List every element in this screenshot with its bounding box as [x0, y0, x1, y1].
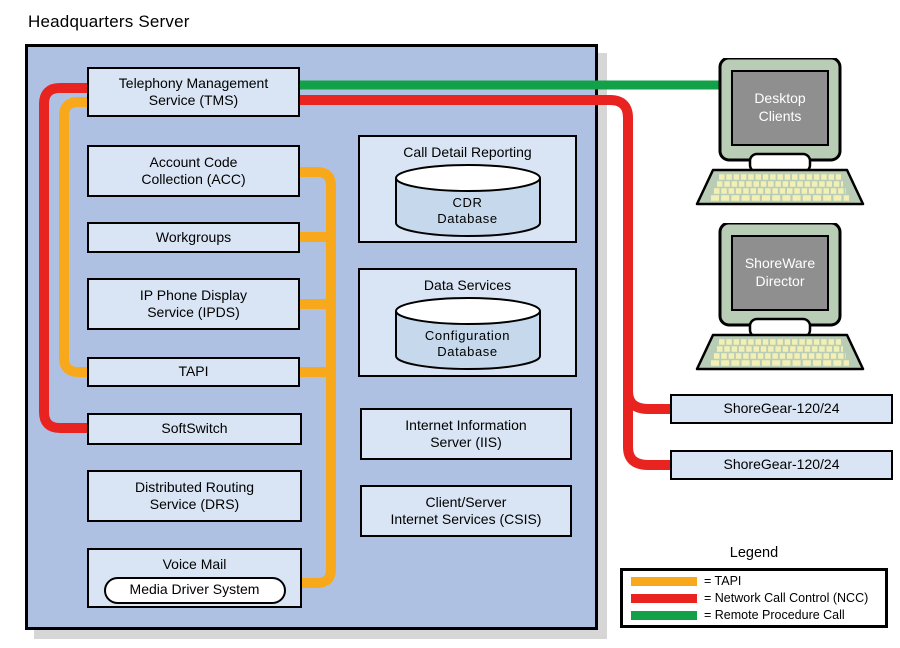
legend-item-rpc: = Remote Procedure Call	[631, 608, 885, 622]
voicemail-label: Voice Mail	[162, 556, 227, 572]
voicemail-node: Voice Mail Media Driver System	[87, 548, 302, 608]
legend-item-label: = TAPI	[704, 574, 742, 588]
configuration-database-cylinder: Configuration Database	[393, 296, 543, 374]
cdr-title: Call Detail Reporting	[403, 144, 532, 160]
tms-node: Telephony Management Service (TMS)	[87, 67, 300, 117]
ncc-swatch	[631, 593, 697, 603]
legend-item-label: = Network Call Control (NCC)	[704, 591, 869, 605]
ncc-branch-shoregear1	[623, 390, 676, 414]
legend-title: Legend	[729, 545, 779, 561]
media-driver-oval: Media Driver System	[103, 576, 286, 604]
softswitch-node: SoftSwitch	[87, 413, 302, 445]
desktop-clients-label: Desktop Clients	[754, 89, 806, 124]
rpc-swatch	[631, 610, 697, 620]
legend: = TAPI = Network Call Control (NCC) = Re…	[620, 568, 888, 628]
legend-item-label: = Remote Procedure Call	[704, 608, 845, 622]
data-services-title: Data Services	[423, 277, 512, 293]
computer-icon	[695, 56, 865, 206]
shoregear-node-2: ShoreGear-120/24	[670, 450, 893, 480]
legend-item-tapi: = TAPI	[631, 574, 885, 588]
data-services-box: Data Services Configuration Database	[358, 268, 577, 377]
computer-icon	[695, 221, 865, 371]
shoreware-director-device: ShoreWare Director	[695, 221, 865, 373]
page-title: Headquarters Server	[28, 12, 190, 31]
csis-node: Client/Server Internet Services (CSIS)	[360, 485, 572, 537]
configuration-database-label: Configuration Database	[424, 327, 511, 359]
drs-node: Distributed Routing Service (DRS)	[87, 470, 302, 522]
cdr-database-label: CDR Database	[437, 194, 498, 226]
acc-node: Account Code Collection (ACC)	[87, 145, 300, 197]
workgroups-node: Workgroups	[87, 222, 300, 253]
tapi-swatch	[631, 576, 697, 586]
shoreware-director-label: ShoreWare Director	[744, 254, 816, 289]
ipds-node: IP Phone Display Service (IPDS)	[87, 278, 300, 330]
call-detail-reporting-box: Call Detail Reporting CDR Database	[358, 135, 577, 243]
tapi-node: TAPI	[87, 357, 300, 387]
cdr-database-cylinder: CDR Database	[393, 163, 543, 241]
desktop-clients-device: Desktop Clients	[695, 56, 865, 208]
shoregear-node-1: ShoreGear-120/24	[670, 394, 893, 424]
legend-item-ncc: = Network Call Control (NCC)	[631, 591, 885, 605]
iis-node: Internet Information Server (IIS)	[360, 408, 572, 460]
